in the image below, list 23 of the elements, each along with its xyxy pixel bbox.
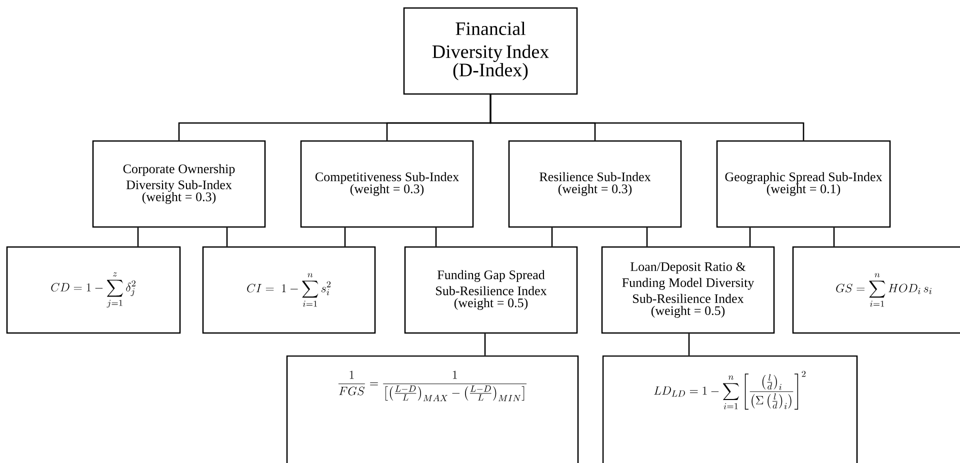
sub-index-box: Corporate Ownership Diversity Sub-Index (weight = 0.3) xyxy=(92,140,266,228)
formula-box: $\frac{1}{FGS} = \frac{1}{\left[\left(\frac{L-D}{L}\right)_{MAX} - \left(\frac{L-D}{L}\right)_{MIN}\right]}$ xyxy=(286,355,579,463)
formula-box: $CI = \ 1 - \sum_{i=1}^{n} s_i^2$ xyxy=(202,246,376,334)
connector-line xyxy=(435,228,437,246)
connector-line xyxy=(688,334,690,356)
connector-line xyxy=(344,228,346,246)
sub-index-box: Funding Gap Spread Sub-Resilience Index (weight = 0.5) xyxy=(404,246,578,334)
formula-box: $GS = \sum_{i=1}^{n} HOD_i\, s_i$ xyxy=(792,246,960,334)
sub-index-box: Resilience Sub-Index (weight = 0.3) xyxy=(508,140,682,228)
sub-index-box: Competitiveness Sub-Index (weight = 0.3) xyxy=(300,140,474,228)
connector-line xyxy=(137,228,139,246)
formula-box: $LD_{LD} = 1 - \sum_{i=1}^{n}\left[\frac{\left(\frac{l}{d}\right)_i}{\left(\Sigma\left(\frac{l}{d}\right)_i\right)}\right]^2$ xyxy=(602,355,858,463)
sub-index-box: Loan/Deposit Ratio & Funding Model Diversity Sub-Resilience Index (weight = 0.5) xyxy=(601,246,775,334)
formula-box: $CD = 1 - \sum_{j=1}^{z} \delta_j^2$ xyxy=(6,246,181,334)
sub-index-box: Geographic Spread Sub-Index (weight = 0.1) xyxy=(716,140,891,228)
connector-line xyxy=(551,228,553,246)
index-box: Financial Diversity Index (D-Index) xyxy=(403,7,578,95)
connector-line xyxy=(749,228,751,246)
connector-line xyxy=(646,228,648,246)
connector-line xyxy=(833,228,835,246)
connector-line xyxy=(484,334,486,356)
connector-line xyxy=(226,228,228,246)
connector-line xyxy=(490,94,804,140)
